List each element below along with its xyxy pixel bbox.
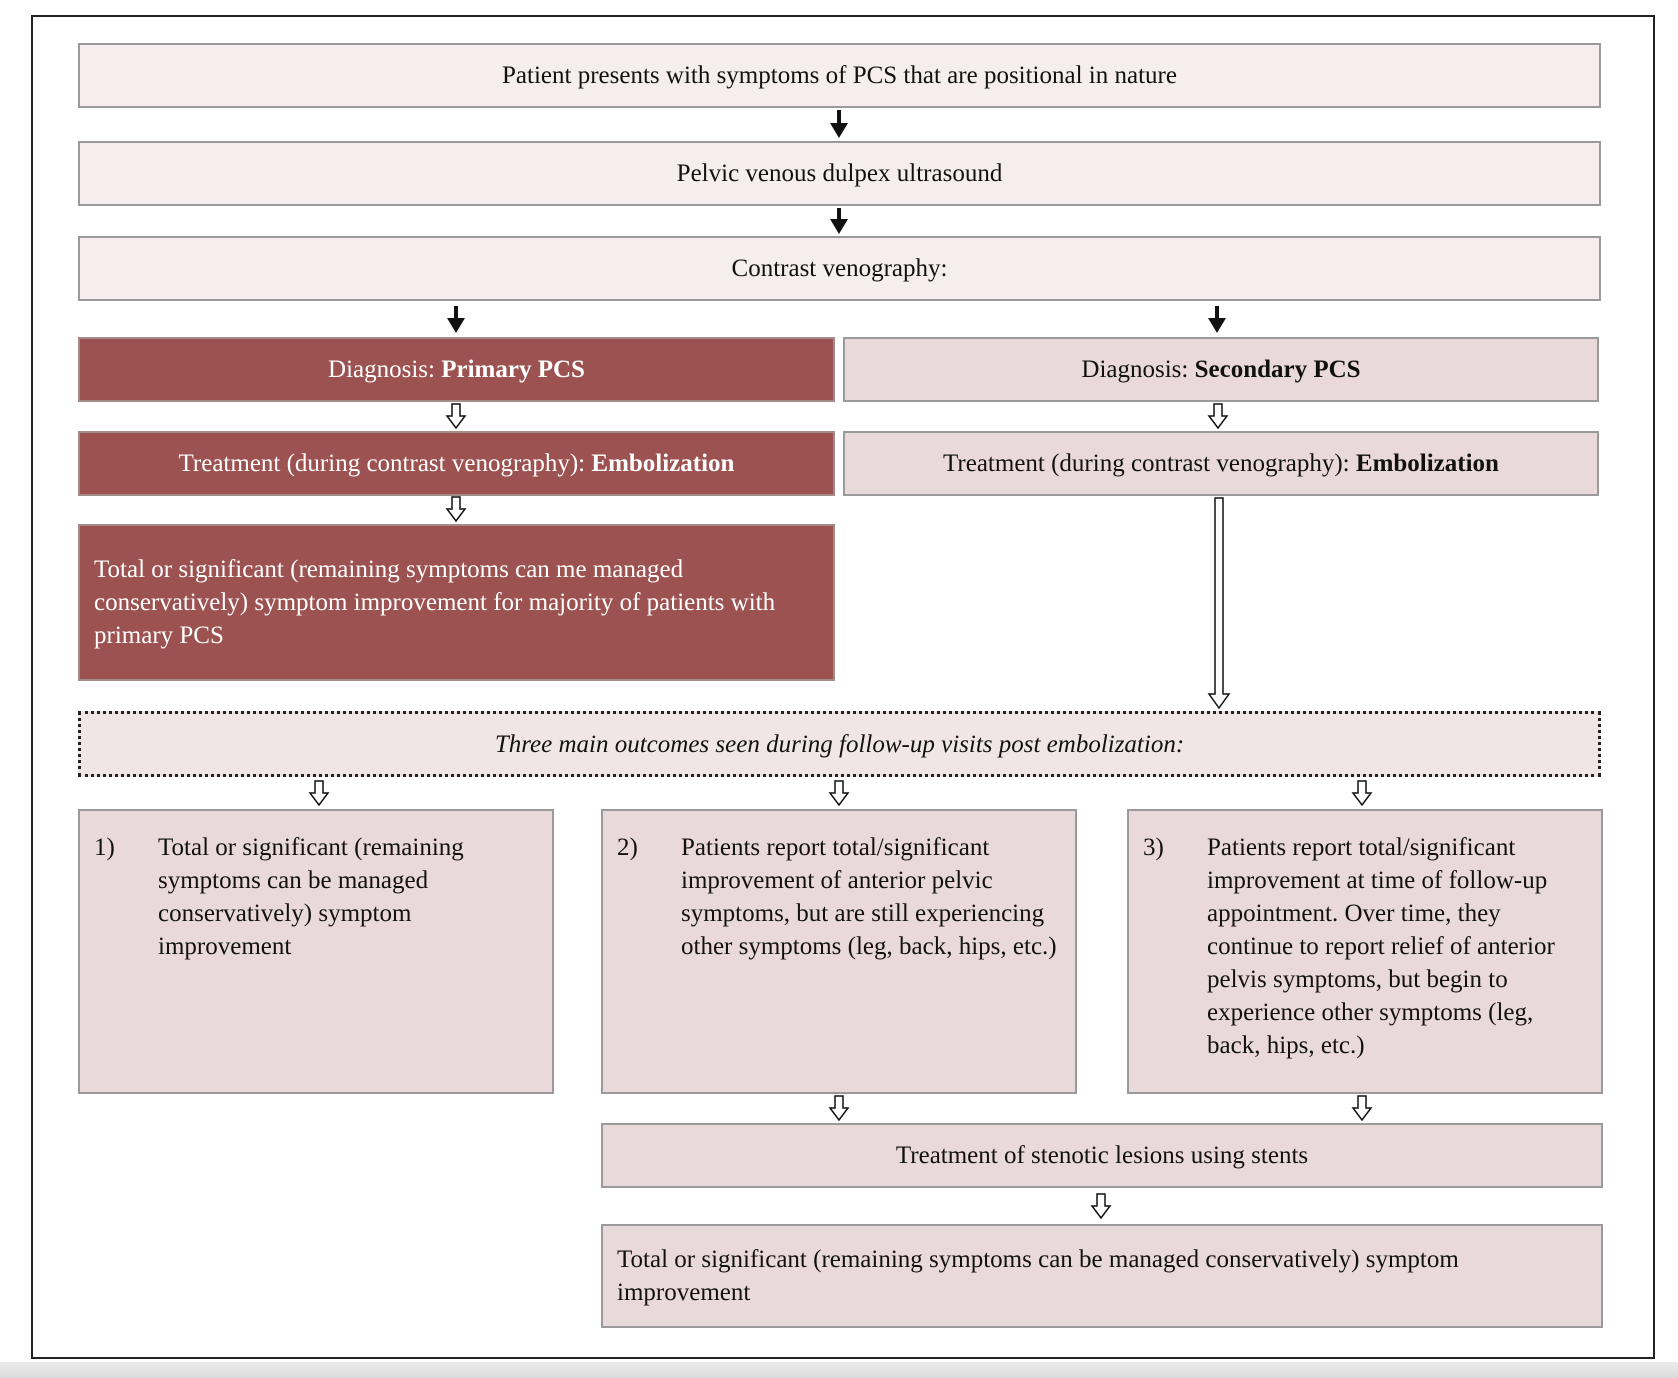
page-bottom-strip: [0, 1362, 1678, 1378]
primary-treatment-prefix: Treatment (during contrast venography):: [178, 450, 592, 477]
outcome-number: 3): [1143, 834, 1164, 861]
final-outcome-box: Total or significant (remaining symptoms…: [601, 1224, 1603, 1328]
secondary-diagnosis-label: Secondary PCS: [1194, 356, 1361, 383]
secondary-treatment-prefix: Treatment (during contrast venography):: [943, 450, 1356, 477]
stent-treatment-text: Treatment of stenotic lesions using sten…: [895, 1142, 1309, 1169]
primary-outcome-box: Total or significant (remaining symptoms…: [78, 524, 835, 681]
primary-diagnosis-box: Diagnosis: Primary PCS: [78, 337, 835, 402]
followup-box: Three main outcomes seen during follow-u…: [78, 711, 1601, 777]
primary-diagnosis-label: Primary PCS: [441, 356, 585, 383]
secondary-treatment-box: Treatment (during contrast venography): …: [843, 431, 1599, 496]
venography-text: Contrast venography:: [731, 255, 948, 282]
outcome-box-3: 3) Patients report total/significant imp…: [1127, 809, 1603, 1094]
followup-text: Three main outcomes seen during follow-u…: [494, 730, 1185, 758]
secondary-diagnosis-prefix: Diagnosis:: [1081, 356, 1195, 383]
primary-outcome-text: Total or significant (remaining symptoms…: [94, 556, 776, 649]
start-text: Patient presents with symptoms of PCS th…: [502, 62, 1177, 89]
secondary-diagnosis-box: Diagnosis: Secondary PCS: [843, 337, 1599, 402]
outcome-number: 1): [94, 834, 115, 861]
outcome-text: Total or significant (remaining symptoms…: [158, 834, 464, 960]
start-box: Patient presents with symptoms of PCS th…: [78, 43, 1601, 108]
venography-box: Contrast venography:: [78, 236, 1601, 301]
primary-treatment-label: Embolization: [591, 450, 735, 477]
outcome-box-1: 1) Total or significant (remaining sympt…: [78, 809, 554, 1094]
secondary-treatment-label: Embolization: [1355, 450, 1499, 477]
outcome-box-2: 2) Patients report total/significant imp…: [601, 809, 1077, 1094]
ultrasound-box: Pelvic venous dulpex ultrasound: [78, 141, 1601, 206]
outcome-number: 2): [617, 834, 638, 861]
primary-treatment-box: Treatment (during contrast venography): …: [78, 431, 835, 496]
outcome-text: Patients report total/significant improv…: [681, 834, 1057, 960]
outcome-text: Patients report total/significant improv…: [1207, 834, 1555, 1059]
ultrasound-text: Pelvic venous dulpex ultrasound: [676, 160, 1003, 187]
final-outcome-text: Total or significant (remaining symptoms…: [617, 1246, 1459, 1306]
stent-treatment-box: Treatment of stenotic lesions using sten…: [601, 1123, 1603, 1188]
primary-diagnosis-prefix: Diagnosis:: [328, 356, 442, 383]
